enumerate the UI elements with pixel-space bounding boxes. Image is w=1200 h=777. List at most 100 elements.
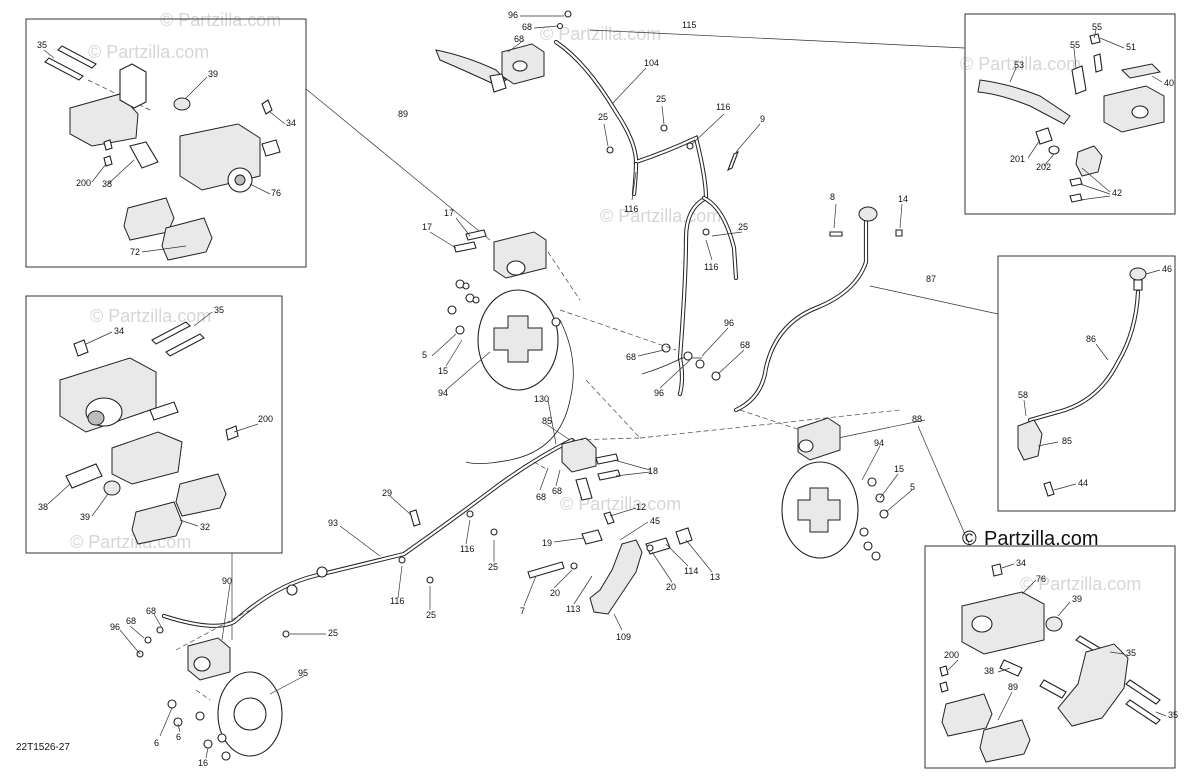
- callout-201: 201: [1010, 154, 1025, 164]
- callout-42: 42: [1112, 188, 1122, 198]
- reservoir-assembly: [1017, 267, 1147, 497]
- front-left-caliper: [453, 229, 547, 279]
- callout-20: 20: [666, 582, 676, 592]
- watermark-text: © Partzilla.com: [88, 42, 209, 62]
- callout-20: 20: [550, 588, 560, 598]
- front-right-disc: [781, 461, 889, 561]
- callout-35: 35: [1126, 648, 1136, 658]
- callout-76: 76: [1036, 574, 1046, 584]
- callout-68: 68: [146, 606, 156, 616]
- watermark-text: © Partzilla.com: [960, 54, 1081, 74]
- rear-disc: [136, 626, 283, 761]
- callout-68: 68: [740, 340, 750, 350]
- callout-25: 25: [598, 112, 608, 122]
- callout-94: 94: [874, 438, 884, 448]
- callout-116: 116: [460, 544, 474, 554]
- inset-box-front-right-caliper: [924, 545, 1176, 769]
- callout-202: 202: [1036, 162, 1051, 172]
- callout-46: 46: [1162, 264, 1172, 274]
- callout-96: 96: [724, 318, 734, 328]
- rear-master-cylinder: [561, 437, 621, 545]
- callout-34: 34: [1016, 558, 1026, 568]
- callout-32: 32: [200, 522, 210, 532]
- callout-38: 38: [102, 179, 112, 189]
- inset-2-leaders: [47, 311, 259, 527]
- brand-copyright-symbol: ©: [962, 528, 977, 550]
- front-left-disc: [477, 289, 561, 391]
- callout-116: 116: [716, 102, 730, 112]
- callout-130: 130: [534, 394, 549, 404]
- front-right-caliper-assembly: [939, 563, 1161, 763]
- callout-34: 34: [114, 326, 124, 336]
- inset-1-leaders: [43, 49, 286, 253]
- callout-200: 200: [76, 178, 91, 188]
- callout-85: 85: [1062, 436, 1072, 446]
- inset-3-leaders: [1009, 29, 1163, 201]
- main-reservoir: [829, 206, 903, 237]
- brake-lines: [161, 39, 869, 628]
- callout-35: 35: [37, 40, 47, 50]
- callout-29: 29: [382, 488, 392, 498]
- front-left-disc-bolts: [447, 279, 480, 335]
- front-right-caliper: [797, 417, 841, 461]
- watermark-text: © Partzilla.com: [540, 24, 661, 44]
- callout-114: 114: [684, 566, 698, 576]
- callout-16: 16: [198, 758, 208, 768]
- callout-25: 25: [328, 628, 338, 638]
- callout-68: 68: [536, 492, 546, 502]
- callout-25: 25: [426, 610, 436, 620]
- watermark-text: © Partzilla.com: [90, 306, 211, 326]
- callout-68: 68: [514, 34, 524, 44]
- callout-68: 68: [626, 352, 636, 362]
- callout-44: 44: [1078, 478, 1088, 488]
- callout-35: 35: [1168, 710, 1178, 720]
- callout-38: 38: [984, 666, 994, 676]
- watermark-text: © Partzilla.com: [160, 10, 281, 30]
- watermark-text: © Partzilla.com: [1020, 574, 1141, 594]
- callout-17: 17: [422, 222, 432, 232]
- rear-caliper: [187, 637, 231, 681]
- callout-39: 39: [208, 69, 218, 79]
- handlebar-master-cylinder: [435, 10, 572, 93]
- callout-94: 94: [438, 388, 448, 398]
- callout-116: 116: [704, 262, 718, 272]
- inset-5-leaders: [947, 563, 1167, 721]
- callout-96: 96: [110, 622, 120, 632]
- callout-53: 53: [1014, 60, 1024, 70]
- callout-90: 90: [222, 576, 232, 586]
- callout-19: 19: [542, 538, 552, 548]
- front-left-caliper-assembly: [44, 45, 281, 261]
- callout-87: 87: [926, 274, 936, 284]
- diagram-reference-code: 22T1526-27: [16, 742, 70, 753]
- master-cylinder-assembly: [977, 33, 1165, 203]
- watermark-text: © Partzilla.com: [560, 494, 681, 514]
- callout-68: 68: [126, 616, 136, 626]
- callout-5: 5: [422, 350, 427, 360]
- inset-connectors: [231, 29, 999, 640]
- callout-39: 39: [80, 512, 90, 522]
- callout-35: 35: [214, 305, 224, 315]
- callout-200: 200: [944, 650, 959, 660]
- callout-6: 6: [176, 732, 181, 742]
- watermark-text: © Partzilla.com: [600, 206, 721, 226]
- line-fittings: [282, 124, 740, 638]
- callout-18: 18: [648, 466, 658, 476]
- inset-box-rear-caliper: [25, 295, 283, 554]
- callout-15: 15: [438, 366, 448, 376]
- callout-95: 95: [298, 668, 308, 678]
- callout-45: 45: [650, 516, 660, 526]
- callout-96: 96: [654, 388, 664, 398]
- callout-40: 40: [1164, 78, 1174, 88]
- callout-13: 13: [710, 572, 720, 582]
- callout-58: 58: [1018, 390, 1028, 400]
- callout-8: 8: [830, 192, 835, 202]
- callout-39: 39: [1072, 594, 1082, 604]
- callout-109: 109: [616, 632, 631, 642]
- callout-93: 93: [328, 518, 338, 528]
- callout-85: 85: [542, 416, 552, 426]
- callout-68: 68: [552, 486, 562, 496]
- callout-88: 88: [912, 414, 922, 424]
- callout-89: 89: [1008, 682, 1018, 692]
- callout-6: 6: [154, 738, 159, 748]
